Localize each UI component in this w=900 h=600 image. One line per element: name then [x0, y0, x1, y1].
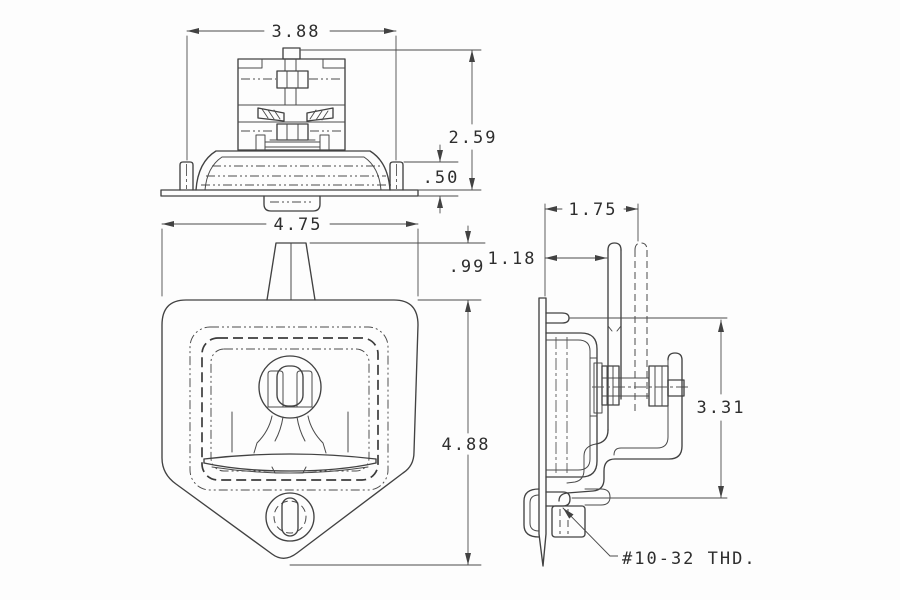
upper-stud: [545, 312, 570, 324]
dim-depth: [544, 203, 639, 297]
dim-rear-width: [186, 28, 397, 161]
dim-label-front-width: 4.75: [274, 215, 323, 235]
dim-label-catch-span: 3.31: [697, 398, 746, 418]
thread-note-leader: [562, 507, 620, 557]
mounting-plate: [538, 297, 547, 567]
t-handle: [203, 355, 377, 474]
mounting-stud-left: [179, 161, 194, 191]
catch-j-bracket: [558, 352, 683, 506]
rear-elevation-view: [160, 28, 482, 214]
cam-bolt-assembly: [592, 362, 690, 414]
dimension-labels: 3.88 2.59 .50 4.75 .99 4.88 1.75 1.18 3.…: [266, 21, 757, 569]
hex-nut-upper: [276, 70, 309, 89]
side-profile-view: [523, 203, 728, 567]
lock-cylinder: [265, 492, 315, 542]
dim-label-rear-height: 2.59: [449, 128, 498, 148]
base-bracket: [255, 134, 330, 151]
recess-side-walls: [231, 411, 349, 453]
latch-pan: [195, 150, 391, 191]
dim-front-height: [289, 299, 482, 566]
pan-profile: [545, 332, 598, 478]
catch-bracket-arms: [566, 242, 648, 484]
front-face-view: [161, 221, 486, 566]
recess-outline-outer: [189, 326, 389, 491]
recess-outline-inner: [210, 348, 370, 472]
cam-assembly: [237, 104, 346, 123]
hex-nut-lower: [269, 123, 316, 141]
mounting-stud-right: [389, 161, 404, 191]
dim-label-rear-width: 3.88: [272, 22, 321, 42]
mounting-flange: [160, 189, 419, 197]
handle-tip-tab: [266, 242, 316, 301]
thread-note-label: #10-32 THD.: [622, 549, 757, 569]
handle-edge-tab: [263, 195, 321, 212]
dim-label-stud-height: .50: [423, 168, 460, 188]
dim-label-handle-projection: .99: [449, 257, 486, 277]
dim-label-bracket-offset: 1.18: [488, 249, 537, 269]
face-plate-outline: [161, 299, 419, 559]
dim-label-depth: 1.75: [569, 200, 618, 220]
catch-assembly: [523, 488, 586, 538]
recess-outline-mid: [201, 337, 379, 481]
dim-rear-height: [300, 49, 482, 191]
dim-label-front-height: 4.88: [442, 435, 491, 455]
dim-catch-span: [568, 317, 728, 499]
dim-front-width: [161, 221, 419, 297]
dim-stud-height: [403, 144, 459, 214]
